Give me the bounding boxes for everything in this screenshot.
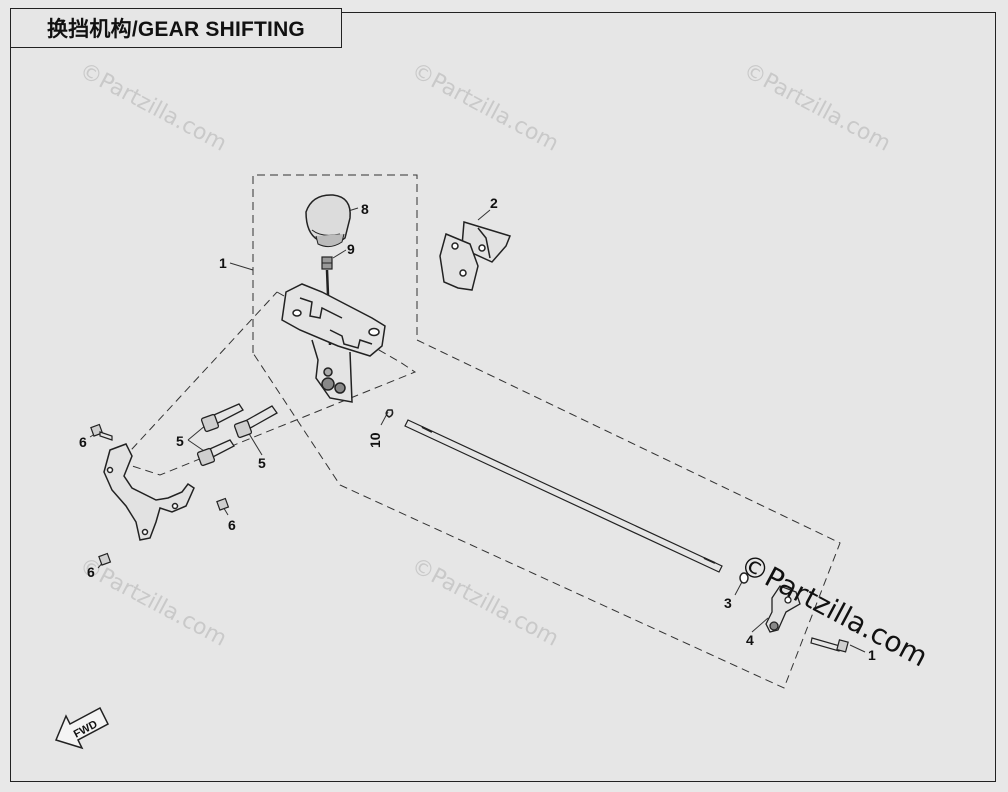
bolts-6 [90, 423, 230, 566]
diagram-title: 换挡机构/GEAR SHIFTING [10, 8, 342, 48]
mounting-bracket [439, 221, 511, 291]
partzilla-watermark: ©Partzilla.com [735, 547, 933, 673]
bolt-1-right [810, 637, 849, 653]
callout-1-right: 1 [868, 647, 876, 663]
callout-6-bottom: 6 [87, 564, 95, 580]
washer [739, 572, 749, 584]
shifter-group-outline [252, 174, 841, 689]
watermark-2: ©Partzilla.com [407, 58, 562, 156]
shifter-gate-assembly [281, 283, 386, 403]
callout-6-mid: 6 [228, 517, 236, 533]
lower-bracket-plate [103, 443, 195, 541]
forward-arrow-icon: FWD [54, 706, 109, 750]
callout-5-lower: 5 [258, 455, 266, 471]
bolts-5 [196, 403, 278, 467]
callout-labels: 1 2 8 9 5 5 6 6 6 10 3 4 1 [79, 195, 876, 663]
callout-3: 3 [724, 595, 732, 611]
shift-knob [305, 194, 351, 248]
callout-1-left: 1 [219, 255, 227, 271]
bracket-group-outline [119, 291, 417, 476]
callout-8: 8 [361, 201, 369, 217]
group-outlines [119, 174, 841, 689]
callout-9: 9 [347, 241, 355, 257]
callout-6-top: 6 [79, 434, 87, 450]
callout-5-upper: 5 [176, 433, 184, 449]
watermark-3: ©Partzilla.com [739, 58, 894, 156]
callout-10: 10 [367, 432, 383, 448]
callout-4: 4 [746, 632, 754, 648]
lever-arm [765, 585, 801, 633]
watermark-5: ©Partzilla.com [407, 553, 562, 651]
shift-rod [404, 419, 723, 573]
callout-2: 2 [490, 195, 498, 211]
retaining-clip [385, 409, 394, 418]
lock-nut [321, 256, 333, 270]
watermark-1: ©Partzilla.com [75, 58, 230, 156]
diagram-frame [10, 12, 996, 782]
